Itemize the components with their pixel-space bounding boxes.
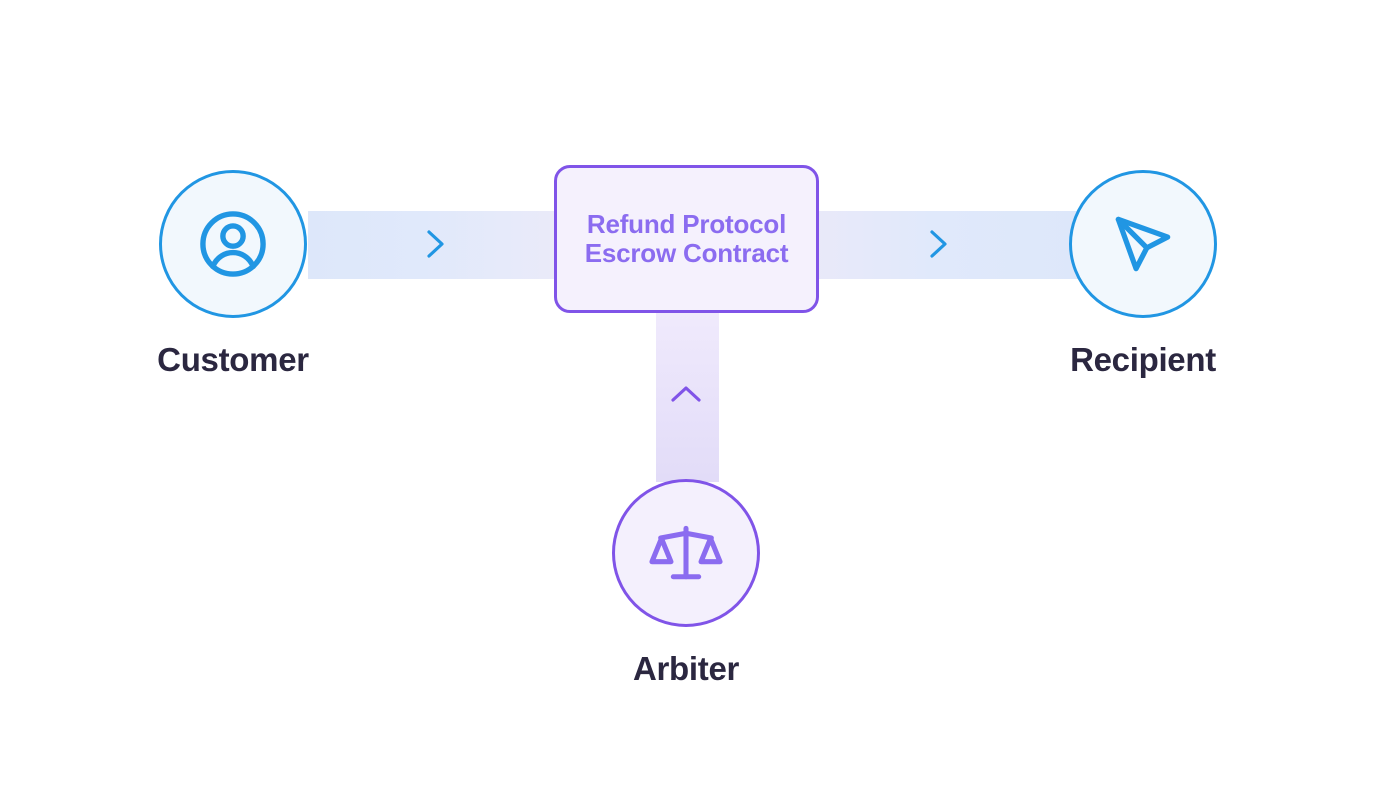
node-label-arbiter: Arbiter bbox=[632, 650, 740, 687]
chevron-up-icon bbox=[671, 386, 701, 402]
connector-band-customer-to-contract bbox=[308, 211, 558, 279]
chevron-right-icon bbox=[427, 230, 444, 258]
contract-title-line2: Escrow Contract bbox=[584, 238, 789, 268]
chevron-right-icon bbox=[930, 230, 947, 258]
connector-band-contract-to-recipient bbox=[816, 211, 1078, 279]
node-label-recipient: Recipient bbox=[1070, 341, 1216, 378]
escrow-contract-box[interactable]: Refund Protocol Escrow Contract bbox=[554, 165, 819, 313]
node-recipient[interactable] bbox=[1069, 170, 1217, 318]
contract-title-line1: Refund Protocol bbox=[586, 208, 787, 239]
user-circle-icon bbox=[200, 211, 266, 277]
send-paper-plane-icon bbox=[1115, 216, 1171, 272]
node-arbiter[interactable] bbox=[612, 479, 760, 627]
scales-balance-icon bbox=[649, 525, 723, 580]
connector-band-arbiter-to-contract bbox=[656, 310, 719, 482]
node-label-customer: Customer bbox=[157, 341, 309, 378]
node-customer[interactable] bbox=[159, 170, 307, 318]
